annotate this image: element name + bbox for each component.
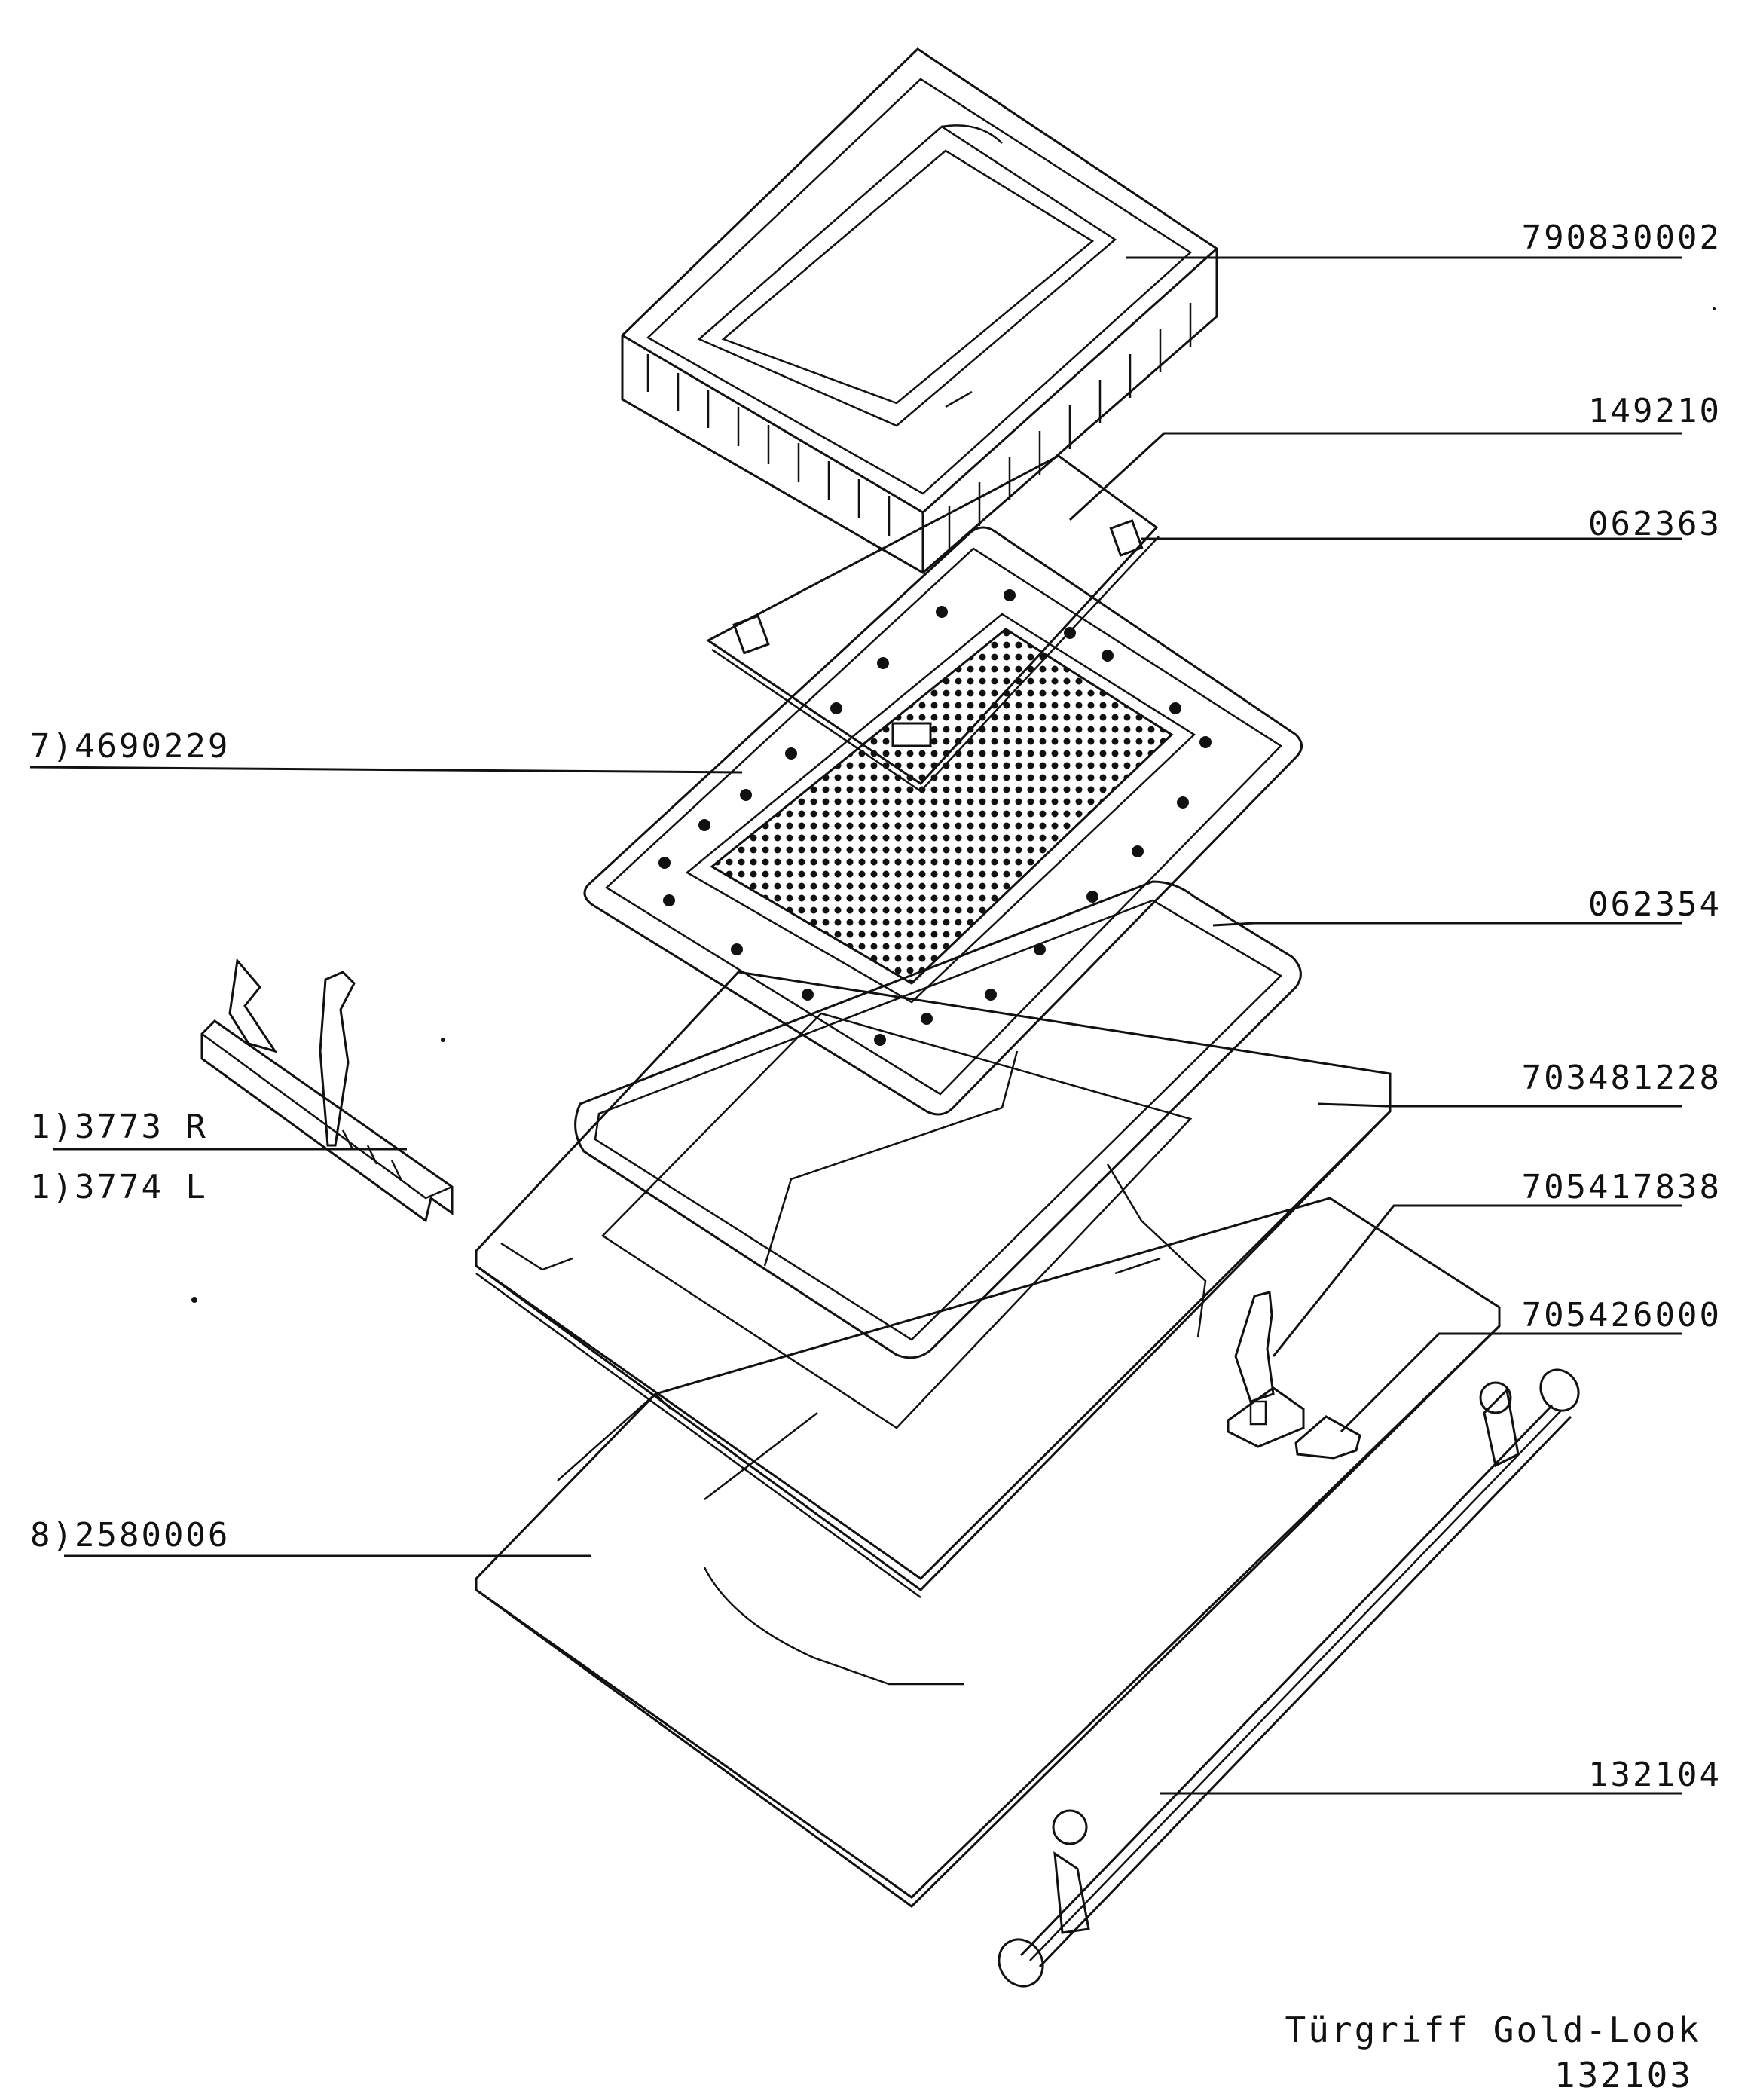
label-133774-l: 1)3774 L <box>30 1168 208 1206</box>
caption-line-1: Türgriff Gold-Look <box>1285 2010 1702 2050</box>
label-704690229: 7)4690229 <box>30 727 230 766</box>
part-hinge-bracket <box>1227 1291 1305 1448</box>
label-705426000: 705426000 <box>1522 1296 1722 1334</box>
label-149210: 149210 <box>1588 392 1722 430</box>
part-hinge-left <box>200 958 454 1223</box>
caption: Türgriff Gold-Look 132103 <box>1285 2010 1702 2095</box>
speck <box>1713 307 1716 310</box>
label-132104: 132104 <box>1588 1756 1722 1794</box>
speck <box>191 1297 197 1303</box>
label-062354: 062354 <box>1588 885 1722 924</box>
label-705417838: 705417838 <box>1522 1168 1722 1206</box>
label-892580006: 8)2580006 <box>30 1516 230 1554</box>
part-gasket-frame <box>574 880 1302 1359</box>
part-inner-glass-panel <box>583 526 1303 1116</box>
speck <box>441 1038 445 1042</box>
label-790830002: 790830002 <box>1522 219 1722 257</box>
part-small-clip <box>1294 1415 1361 1460</box>
label-062363: 062363 <box>1588 505 1722 543</box>
part-frame-tray <box>621 47 1218 574</box>
caption-line-2: 132103 <box>1554 2055 1693 2095</box>
label-133773-r: 1)3773 R <box>30 1108 208 1146</box>
label-703481228: 703481228 <box>1522 1059 1722 1097</box>
leader-lines <box>29 256 1682 1795</box>
part-door-handle <box>998 1368 1580 1988</box>
part-outer-glass <box>475 1197 1501 1908</box>
part-door-inner-frame <box>475 971 1392 1599</box>
part-labels: 790830002 149210 062363 7)4690229 062354… <box>30 219 1722 1794</box>
